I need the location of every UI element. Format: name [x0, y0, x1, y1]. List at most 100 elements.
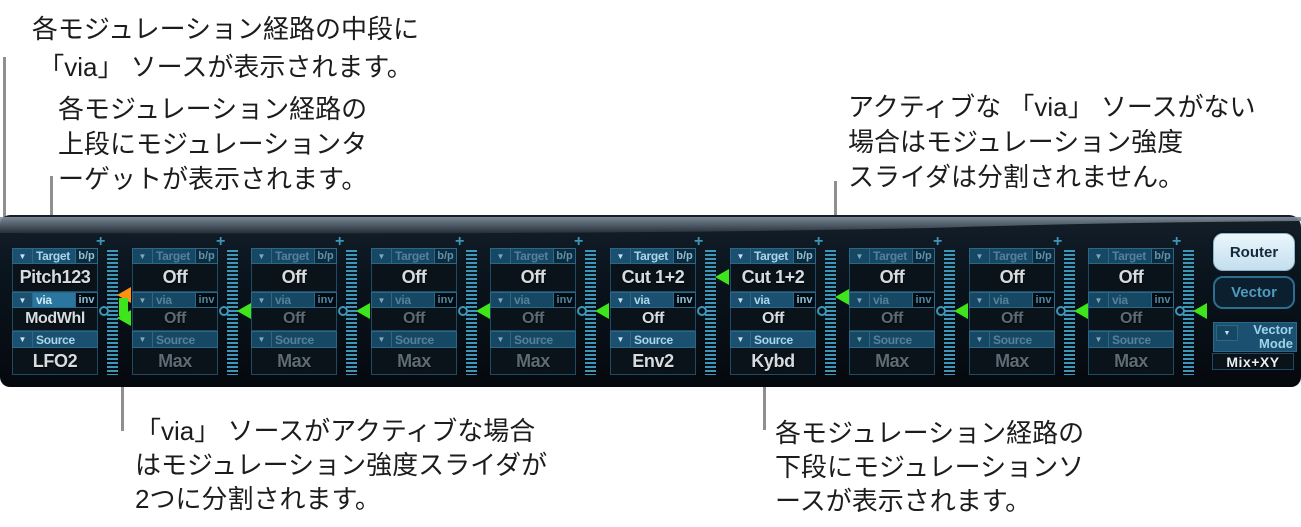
chevron-down-icon[interactable]: ▼: [490, 248, 511, 264]
intensity-slider[interactable]: [705, 250, 716, 375]
via-value[interactable]: Off: [1088, 308, 1174, 331]
source-menu[interactable]: Source: [392, 331, 457, 348]
slider-thumb[interactable]: [595, 303, 609, 319]
add-icon[interactable]: +: [1053, 233, 1063, 250]
via-menu[interactable]: via: [392, 292, 435, 308]
via-menu[interactable]: via: [751, 292, 794, 308]
via-value[interactable]: Off: [371, 308, 457, 331]
router-tab-button[interactable]: Router: [1213, 233, 1295, 271]
via-menu[interactable]: via: [511, 292, 554, 308]
chevron-down-icon[interactable]: ▼: [1088, 248, 1109, 264]
source-menu[interactable]: Source: [33, 331, 98, 348]
slider-thumb[interactable]: [835, 289, 849, 305]
chevron-down-icon[interactable]: ▼: [849, 292, 870, 308]
invert-button[interactable]: inv: [913, 292, 935, 308]
source-menu[interactable]: Source: [153, 331, 218, 348]
source-menu[interactable]: Source: [870, 331, 935, 348]
via-menu[interactable]: via: [870, 292, 913, 308]
bypass-button[interactable]: b/p: [76, 248, 98, 264]
add-icon[interactable]: +: [694, 233, 704, 250]
via-menu[interactable]: via: [1109, 292, 1152, 308]
target-value[interactable]: Off: [849, 264, 935, 292]
bypass-button[interactable]: b/p: [913, 248, 935, 264]
target-value[interactable]: Cut 1+2: [610, 264, 696, 292]
chevron-down-icon[interactable]: ▼: [730, 292, 751, 308]
target-value[interactable]: Off: [490, 264, 576, 292]
target-value[interactable]: Off: [132, 264, 218, 292]
slider-thumb[interactable]: [715, 269, 729, 285]
chevron-down-icon[interactable]: ▼: [969, 331, 990, 348]
chevron-down-icon[interactable]: ▼: [371, 248, 392, 264]
intensity-slider[interactable]: [1064, 250, 1075, 375]
invert-button[interactable]: inv: [794, 292, 816, 308]
add-icon[interactable]: +: [1172, 233, 1182, 250]
invert-button[interactable]: inv: [435, 292, 457, 308]
chevron-down-icon[interactable]: ▼: [12, 248, 33, 264]
target-value[interactable]: Cut 1+2: [730, 264, 816, 292]
chevron-down-icon[interactable]: ▼: [132, 248, 153, 264]
invert-button[interactable]: inv: [76, 292, 98, 308]
invert-button[interactable]: inv: [1152, 292, 1174, 308]
target-menu[interactable]: Target: [272, 248, 315, 264]
target-menu[interactable]: Target: [751, 248, 794, 264]
via-value[interactable]: Off: [730, 308, 816, 331]
bypass-button[interactable]: b/p: [674, 248, 696, 264]
invert-button[interactable]: inv: [1033, 292, 1055, 308]
chevron-down-icon[interactable]: ▼: [730, 331, 751, 348]
source-value[interactable]: LFO2: [12, 348, 98, 375]
source-value[interactable]: Max: [371, 348, 457, 375]
source-value[interactable]: Max: [490, 348, 576, 375]
chevron-down-icon[interactable]: ▼: [610, 292, 631, 308]
chevron-down-icon[interactable]: ▼: [849, 331, 870, 348]
add-icon[interactable]: +: [455, 233, 465, 250]
via-value[interactable]: Off: [251, 308, 337, 331]
chevron-down-icon[interactable]: ▼: [610, 248, 631, 264]
via-menu[interactable]: via: [153, 292, 196, 308]
vector-mode-value[interactable]: Mix+XY: [1212, 353, 1294, 370]
slider-thumb[interactable]: [356, 303, 370, 319]
chevron-down-icon[interactable]: ▼: [1088, 292, 1109, 308]
slider-thumb-lower[interactable]: [117, 310, 131, 326]
chevron-down-icon[interactable]: ▼: [132, 331, 153, 348]
via-menu[interactable]: via: [272, 292, 315, 308]
bypass-button[interactable]: b/p: [554, 248, 576, 264]
invert-button[interactable]: inv: [674, 292, 696, 308]
source-value[interactable]: Max: [251, 348, 337, 375]
source-menu[interactable]: Source: [511, 331, 576, 348]
chevron-down-icon[interactable]: ▼: [1216, 325, 1238, 341]
invert-button[interactable]: inv: [315, 292, 337, 308]
slider-thumb[interactable]: [1193, 303, 1207, 319]
intensity-slider[interactable]: [466, 250, 477, 375]
via-value[interactable]: Off: [969, 308, 1055, 331]
source-value[interactable]: Max: [132, 348, 218, 375]
slider-split-bar[interactable]: [119, 298, 128, 316]
intensity-slider[interactable]: [346, 250, 357, 375]
intensity-slider[interactable]: [227, 250, 238, 375]
slider-thumb[interactable]: [476, 303, 490, 319]
bypass-button[interactable]: b/p: [196, 248, 218, 264]
chevron-down-icon[interactable]: ▼: [132, 292, 153, 308]
bypass-button[interactable]: b/p: [794, 248, 816, 264]
add-icon[interactable]: +: [814, 233, 824, 250]
source-menu[interactable]: Source: [272, 331, 337, 348]
chevron-down-icon[interactable]: ▼: [730, 248, 751, 264]
chevron-down-icon[interactable]: ▼: [1088, 331, 1109, 348]
bypass-button[interactable]: b/p: [1033, 248, 1055, 264]
chevron-down-icon[interactable]: ▼: [371, 292, 392, 308]
add-icon[interactable]: +: [933, 233, 943, 250]
chevron-down-icon[interactable]: ▼: [490, 292, 511, 308]
intensity-slider[interactable]: [1183, 250, 1194, 375]
slider-thumb[interactable]: [237, 303, 251, 319]
target-value[interactable]: Pitch123: [12, 264, 98, 292]
intensity-slider[interactable]: [107, 250, 118, 375]
chevron-down-icon[interactable]: ▼: [849, 248, 870, 264]
chevron-down-icon[interactable]: ▼: [12, 331, 33, 348]
target-menu[interactable]: Target: [631, 248, 674, 264]
add-icon[interactable]: +: [216, 233, 226, 250]
source-menu[interactable]: Source: [1109, 331, 1174, 348]
add-icon[interactable]: +: [574, 233, 584, 250]
target-menu[interactable]: Target: [870, 248, 913, 264]
target-menu[interactable]: Target: [153, 248, 196, 264]
chevron-down-icon[interactable]: ▼: [12, 292, 33, 308]
source-menu[interactable]: Source: [751, 331, 816, 348]
